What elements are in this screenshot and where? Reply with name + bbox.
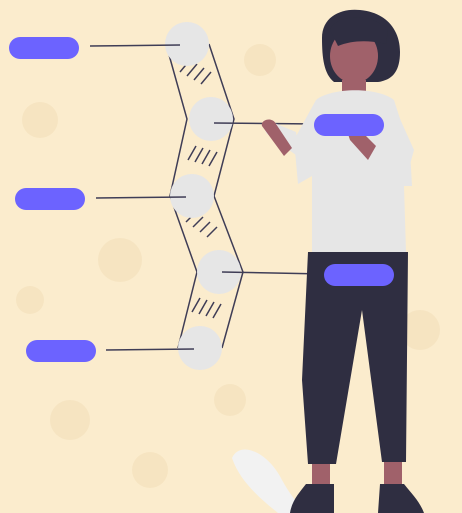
dna-strand [165, 22, 243, 370]
label-pills [9, 37, 96, 362]
person [232, 10, 424, 513]
left-shoe [290, 484, 334, 513]
node-1 [165, 22, 209, 66]
label-pill-5 [324, 264, 394, 286]
node-3 [170, 174, 214, 218]
right-ankle [384, 462, 402, 484]
label-pill-2 [15, 188, 85, 210]
label-pill-3 [26, 340, 96, 362]
label-pill-1 [9, 37, 79, 59]
left-ankle [312, 464, 330, 484]
label-pill-4 [314, 114, 384, 136]
node-5 [178, 326, 222, 370]
node-2 [189, 97, 233, 141]
right-shoe [378, 484, 424, 513]
